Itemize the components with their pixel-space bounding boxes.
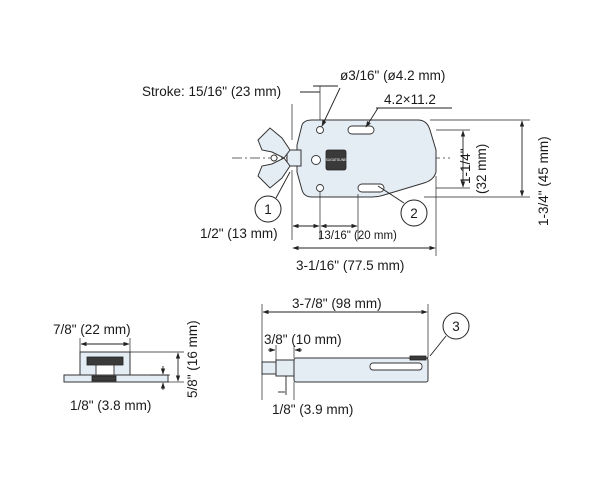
callout-3-circle: [442, 312, 470, 340]
end-view-foot: [91, 375, 117, 382]
side-tip-label: 3/8" (10 mm): [264, 332, 342, 347]
center-pin-icon: [311, 155, 321, 165]
stroke-label: Stroke: 15/16" (23 mm): [142, 84, 281, 99]
outer-height-label: 1-3/4" (45 mm): [536, 136, 551, 226]
side-view: 3-7/8" (98 mm) 3 3/8" (10 mm) 1/8" (3.9 …: [261, 296, 470, 417]
inner-height-mm-label: (32 mm): [474, 144, 489, 194]
end-view: 7/8" (22 mm) 5/8" (16 mm) 1/8" (3.8 mm): [53, 320, 200, 413]
end-view-core: [95, 364, 115, 376]
brand-mark-text: SUGATSUNE: [326, 158, 348, 162]
callout-1-label: 1: [264, 202, 272, 217]
top-length-label: 3-1/16" (77.5 mm): [296, 258, 404, 273]
side-view-spring-slot: [369, 362, 423, 371]
callout-3-leader: [429, 335, 447, 357]
callout-1-circle: [254, 195, 282, 223]
callout-2-label: 2: [410, 206, 418, 221]
callout-2-circle: [400, 199, 428, 227]
mounting-slot-top: [347, 125, 375, 135]
offset-label: 1/2" (13 mm): [200, 226, 278, 241]
side-base-label: 1/8" (3.9 mm): [272, 402, 353, 417]
mounting-slot-bottom: [357, 183, 385, 193]
end-base-label: 1/8" (3.8 mm): [70, 398, 151, 413]
callout-1-leader: [275, 171, 291, 199]
mounting-hole-bottom-left: [316, 184, 324, 192]
callout-2-leader: [377, 185, 405, 204]
inner-height-label: 1-1/4": [458, 148, 473, 184]
callout-3-label: 3: [452, 319, 460, 334]
hole-dia-leader: [321, 87, 341, 127]
latch-plate: [296, 119, 437, 198]
end-width-label: 7/8" (22 mm): [53, 322, 131, 337]
slot-size-label: 4.2×11.2: [384, 92, 436, 107]
side-length-label: 3-7/8" (98 mm): [292, 296, 382, 311]
catch-lower-jaw: [257, 157, 291, 189]
catch-pivot-icon: [270, 154, 278, 162]
hole-spacing-label: 13/16" (20 mm): [318, 230, 397, 242]
side-view-catch: [261, 361, 277, 375]
side-view-latch-tab: [409, 355, 427, 361]
side-view-plunger: [275, 359, 295, 377]
brand-badge: [325, 149, 347, 171]
mounting-hole-top-left: [316, 126, 324, 134]
slot-leader: [365, 107, 379, 128]
hole-diameter-label: ø3/16" (ø4.2 mm): [340, 68, 445, 83]
end-view-slot: [86, 356, 124, 366]
top-view: SUGATSUNE Stroke: 15/16" (23 mm) ø3/16" …: [142, 68, 551, 273]
end-height-label: 5/8" (16 mm): [185, 320, 200, 398]
catch-upper-jaw: [257, 127, 291, 159]
plunger-neck: [286, 149, 302, 167]
